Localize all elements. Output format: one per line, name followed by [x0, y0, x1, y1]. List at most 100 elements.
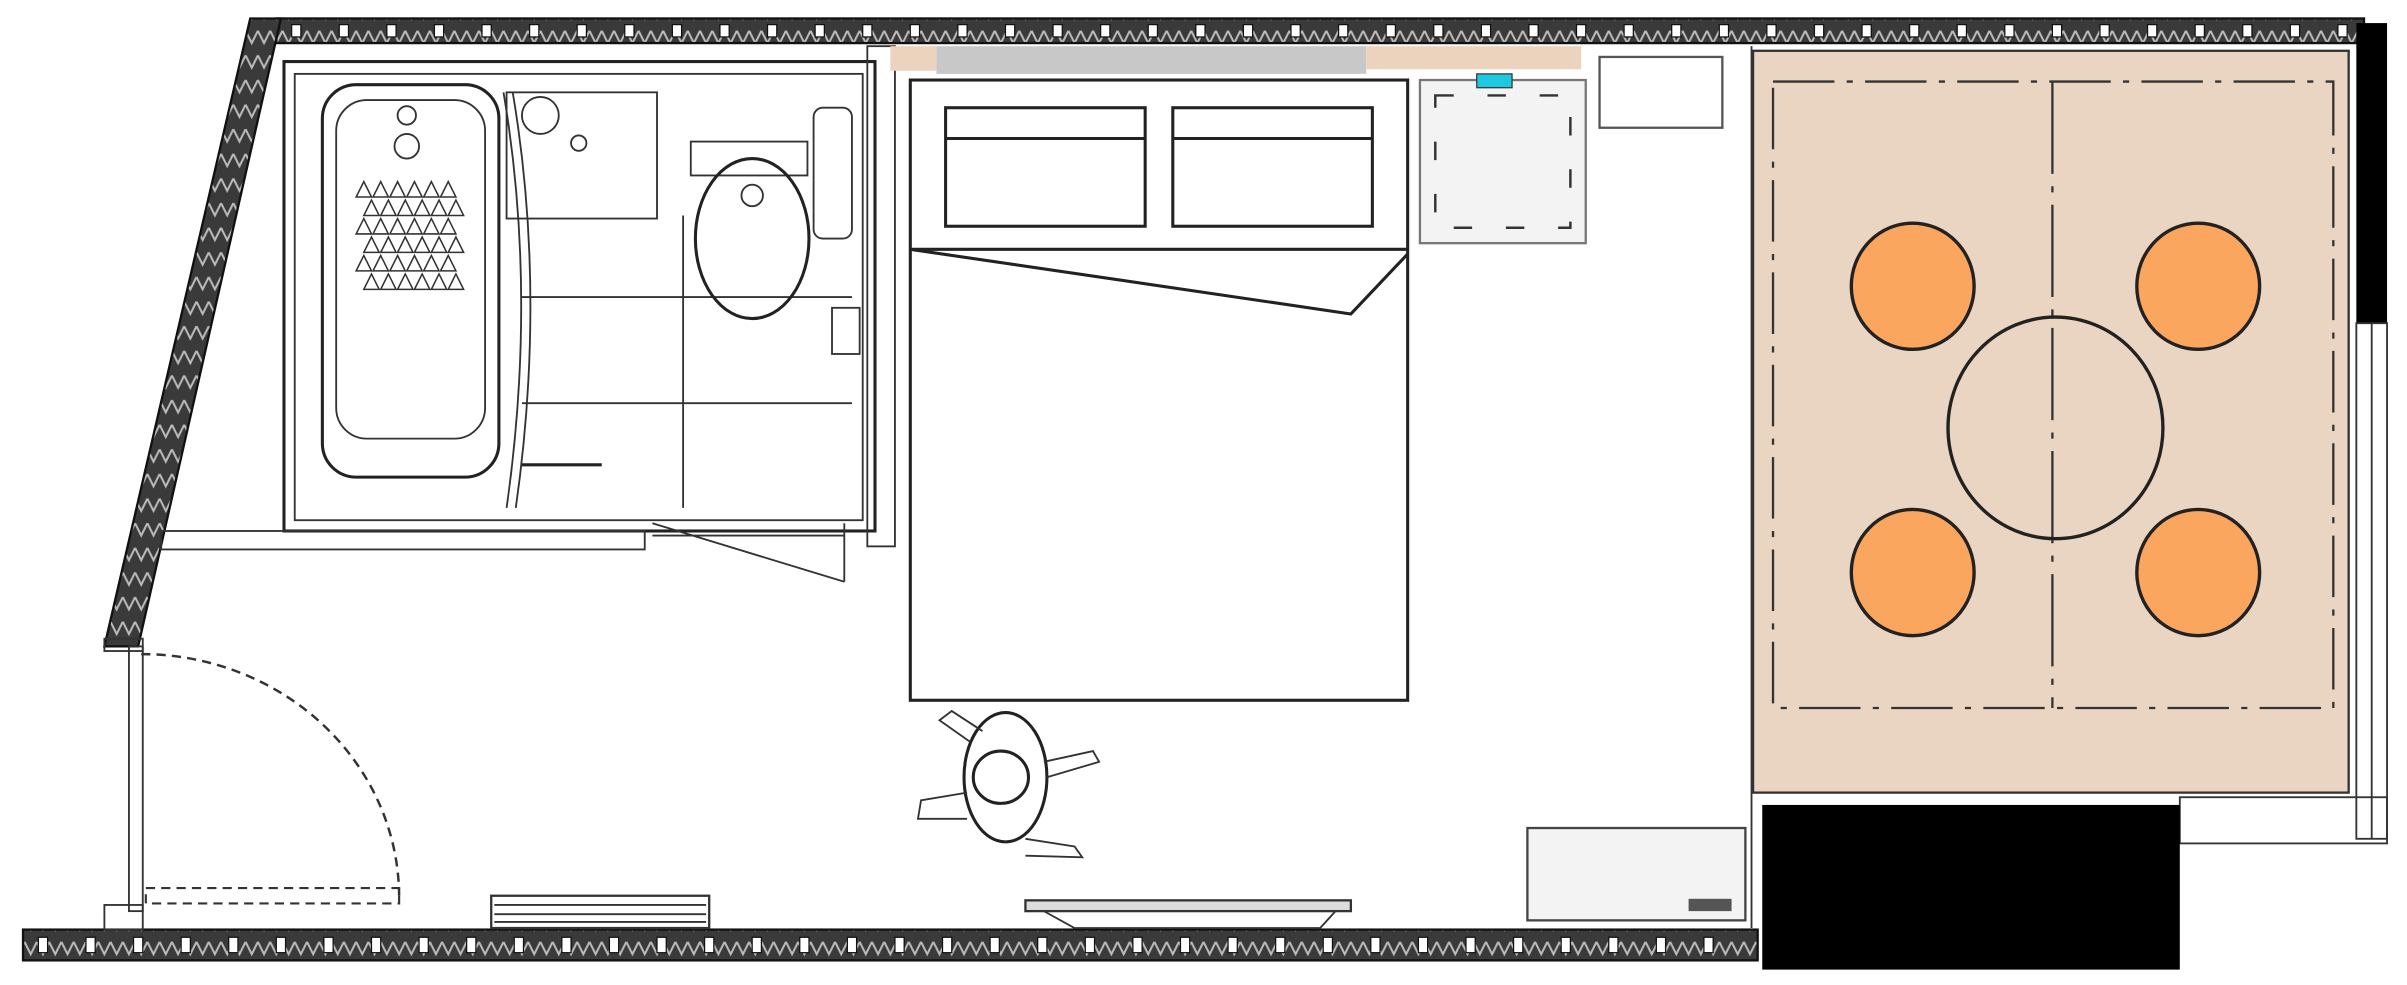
wall-stud	[1813, 24, 1825, 38]
mat-pattern	[371, 179, 390, 198]
mat-pattern	[396, 235, 415, 254]
wall-stud	[1766, 24, 1777, 38]
wall-stud	[433, 24, 445, 38]
mat-pattern	[422, 216, 441, 235]
wall-stud	[1337, 24, 1349, 38]
wall-stud	[323, 936, 334, 954]
chair	[2135, 507, 2262, 638]
wall-stud	[85, 936, 96, 954]
mat-pattern	[354, 216, 373, 235]
mat-pattern	[447, 272, 465, 291]
mat-pattern	[371, 216, 390, 235]
wall-stud	[2194, 24, 2205, 38]
entry-door[interactable]	[103, 637, 401, 931]
wall-stud	[814, 24, 825, 38]
mat-pattern	[362, 235, 381, 254]
chair	[2135, 221, 2262, 352]
wall-stud	[1322, 936, 1334, 954]
mat-pattern	[362, 198, 381, 217]
wall-stud	[1179, 936, 1191, 954]
wall-stud	[132, 936, 144, 954]
mat-pattern	[447, 198, 465, 217]
mat-pattern	[396, 198, 415, 217]
wall-stud	[1004, 24, 1016, 38]
person-figure	[916, 709, 1101, 859]
mat-pattern	[388, 216, 407, 235]
mat-pattern	[413, 235, 432, 254]
wall-stud	[2289, 24, 2301, 38]
mat-pattern	[422, 179, 441, 198]
wall-stud	[909, 24, 921, 38]
wall-stud	[941, 936, 953, 954]
wall-stud	[671, 24, 683, 38]
wall-stud	[1417, 936, 1429, 954]
cyan-device	[1476, 73, 1513, 89]
wall-stud	[862, 24, 873, 38]
wall-stud	[1242, 24, 1254, 38]
wall-stud	[1465, 936, 1476, 954]
wall-stud	[576, 24, 588, 38]
wall-stud	[37, 936, 49, 954]
wall-stud	[1052, 24, 1063, 38]
wall-stud	[1385, 24, 1396, 38]
wall-stud	[1861, 24, 1872, 38]
wall-stud	[291, 24, 302, 38]
mat-pattern	[379, 235, 398, 254]
wall-stud	[1433, 24, 1444, 38]
wall-stud	[624, 24, 635, 38]
wall-stud	[1909, 24, 1920, 38]
mat-pattern	[413, 272, 432, 291]
mat-pattern	[413, 198, 432, 217]
mat-pattern	[388, 179, 407, 198]
wall-stud	[228, 936, 239, 954]
wall-stud	[1290, 24, 1301, 38]
wall-stud	[766, 24, 778, 38]
wall-stud	[513, 936, 525, 954]
wall-stud	[2099, 24, 2110, 38]
mat-pattern	[447, 235, 465, 254]
mat-pattern	[439, 216, 458, 235]
wall-stud	[989, 936, 1000, 954]
mat-pattern	[405, 253, 424, 272]
wall-stud	[1480, 24, 1492, 38]
wall-stud	[1132, 936, 1143, 954]
toilet	[689, 140, 811, 321]
wall-stud	[2004, 24, 2015, 38]
wall-stud	[1623, 24, 1634, 38]
wall-stud	[656, 936, 667, 954]
wall-stud	[703, 936, 715, 954]
wall-stud	[894, 936, 905, 954]
wall-stud	[338, 24, 350, 38]
mat-pattern	[405, 216, 424, 235]
wall-stud	[370, 936, 382, 954]
pillow	[944, 106, 1147, 228]
wall-stud	[1671, 24, 1682, 38]
wall-stud	[466, 936, 477, 954]
wall-stud	[481, 24, 492, 38]
top-wall	[275, 17, 2366, 45]
wall-stud	[386, 24, 397, 38]
wall-stud	[2337, 24, 2348, 38]
sink	[505, 91, 658, 220]
mat-pattern	[354, 179, 373, 198]
headboard-side-left	[890, 46, 937, 71]
mat-pattern	[379, 272, 398, 291]
cabinet	[1598, 55, 1724, 129]
wall-stud	[1100, 24, 1111, 38]
wall-stud	[719, 24, 730, 38]
wall-stud	[1370, 936, 1381, 954]
wall-stud	[2242, 24, 2253, 38]
wall-stud	[180, 936, 191, 954]
mat-pattern	[430, 235, 448, 254]
wall-stud	[1195, 24, 1206, 38]
wall-stud	[1084, 936, 1096, 954]
dining-area	[1751, 49, 2350, 794]
dining-table	[1946, 315, 2165, 541]
nightstand	[1418, 73, 1587, 245]
desk	[1526, 826, 1747, 922]
mat-pattern	[388, 253, 407, 272]
mat-pattern	[371, 253, 390, 272]
mat-pattern	[422, 253, 441, 272]
wall-stud	[1956, 24, 1968, 38]
